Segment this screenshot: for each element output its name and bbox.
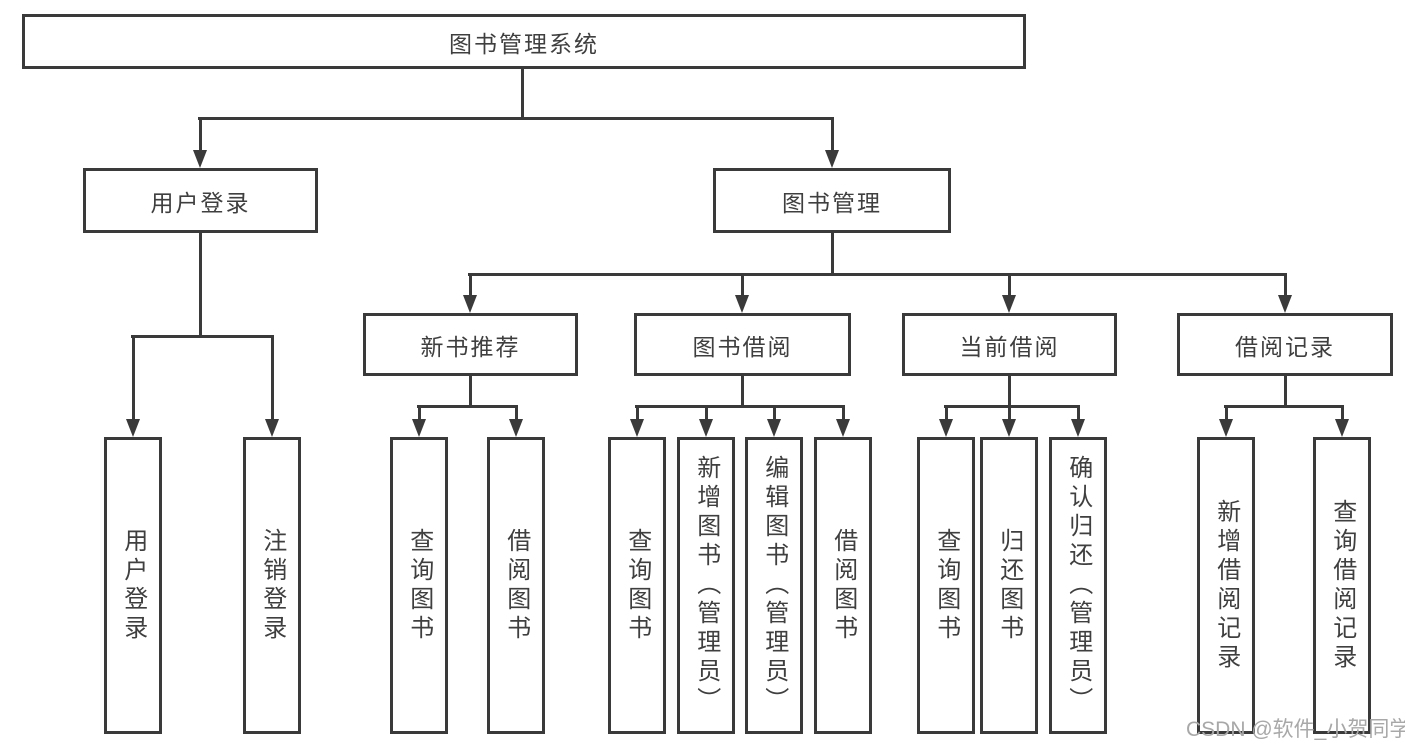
connector-drop [468,273,472,301]
leaf-query-book-borrow: 查询图书 [608,437,666,734]
node-label: 查询图书 [623,527,651,644]
connector-drop [635,405,639,425]
connector-drop [1007,405,1011,425]
leaf-return-book: 归还图书 [980,437,1038,734]
connector-drop [704,405,708,425]
leaf-user-login: 用户登录 [104,437,162,734]
arrow-down-icon [1335,419,1349,437]
connector-bar [131,335,274,338]
connector-drop [772,405,776,425]
arrow-down-icon [1071,419,1085,437]
connector-stem [740,376,744,408]
connector-drop [1007,273,1011,301]
node-label: 新增借阅记录 [1212,498,1240,673]
node-label: 新书推荐 [420,333,521,360]
arrow-down-icon [1219,419,1233,437]
node-label: 确认归还（管理员） [1064,455,1092,716]
node-user-login: 用户登录 [83,168,318,233]
node-label: 查询借阅记录 [1328,498,1356,673]
connector-bar [198,117,834,120]
leaf-query-book-recommend: 查询图书 [390,437,448,734]
node-label: 查询图书 [932,527,960,644]
connector-bar [944,405,1080,408]
connector-drop [198,117,202,156]
node-label: 新增图书（管理员） [692,455,720,716]
leaf-confirm-return-admin: 确认归还（管理员） [1049,437,1107,734]
node-label: 编辑图书（管理员） [760,455,788,716]
connector-drop [740,273,744,301]
arrow-down-icon [939,419,953,437]
node-label: 借阅图书 [502,527,530,644]
connector-drop [841,405,845,425]
arrow-down-icon [193,150,207,168]
node-label: 当前借阅 [959,333,1060,360]
node-label: 借阅记录 [1235,333,1335,360]
arrow-down-icon [1002,419,1016,437]
connector-drop [270,335,274,425]
leaf-query-book-current: 查询图书 [917,437,975,734]
connector-stem [1007,376,1011,408]
connector-bar [1224,405,1344,408]
node-label: 图书管理系统 [449,30,599,57]
arrow-down-icon [825,150,839,168]
node-label: 图书借阅 [692,333,793,360]
connector-stem [468,376,472,408]
arrow-down-icon [412,419,426,437]
node-label: 图书管理 [782,189,882,216]
arrow-down-icon [509,419,523,437]
watermark-text: CSDN @软件_小贺同学 [1186,718,1405,741]
connector-stem [1283,376,1287,408]
connector-drop [131,335,135,425]
node-book-borrow: 图书借阅 [634,313,851,376]
node-book-management: 图书管理 [713,168,951,233]
arrow-down-icon [126,419,140,437]
node-label: 用户登录 [119,527,147,644]
connector-stem [198,233,202,338]
arrow-down-icon [767,419,781,437]
arrow-down-icon [699,419,713,437]
connector-bar [417,405,518,408]
leaf-query-borrow-record: 查询借阅记录 [1313,437,1371,734]
connector-bar [635,405,845,408]
arrow-down-icon [630,419,644,437]
connector-bar [468,273,1287,276]
leaf-add-borrow-record: 新增借阅记录 [1197,437,1255,734]
connector-drop [1283,273,1287,301]
node-label: 用户登录 [150,189,251,216]
node-label: 借阅图书 [829,527,857,644]
connector-drop [1076,405,1080,425]
connector-drop [417,405,421,425]
arrow-down-icon [836,419,850,437]
arrow-down-icon [1002,295,1016,313]
node-label: 归还图书 [995,527,1023,644]
leaf-logout: 注销登录 [243,437,301,734]
leaf-add-book-admin: 新增图书（管理员） [677,437,735,734]
leaf-edit-book-admin: 编辑图书（管理员） [745,437,803,734]
arrow-down-icon [463,295,477,313]
leaf-borrow-book-recommend: 借阅图书 [487,437,545,734]
connector-drop [944,405,948,425]
connector-drop [1224,405,1228,425]
connector-stem [520,69,524,120]
node-label: 查询图书 [405,527,433,644]
node-label: 注销登录 [258,527,286,644]
leaf-borrow-book: 借阅图书 [814,437,872,734]
connector-stem [830,233,834,276]
node-borrow-records: 借阅记录 [1177,313,1393,376]
arrow-down-icon [735,295,749,313]
node-library-system: 图书管理系统 [22,14,1026,69]
arrow-down-icon [265,419,279,437]
connector-drop [830,117,834,156]
node-new-book-recommend: 新书推荐 [363,313,578,376]
connector-drop [1340,405,1344,425]
node-current-borrow: 当前借阅 [902,313,1117,376]
connector-drop [514,405,518,425]
arrow-down-icon [1278,295,1292,313]
